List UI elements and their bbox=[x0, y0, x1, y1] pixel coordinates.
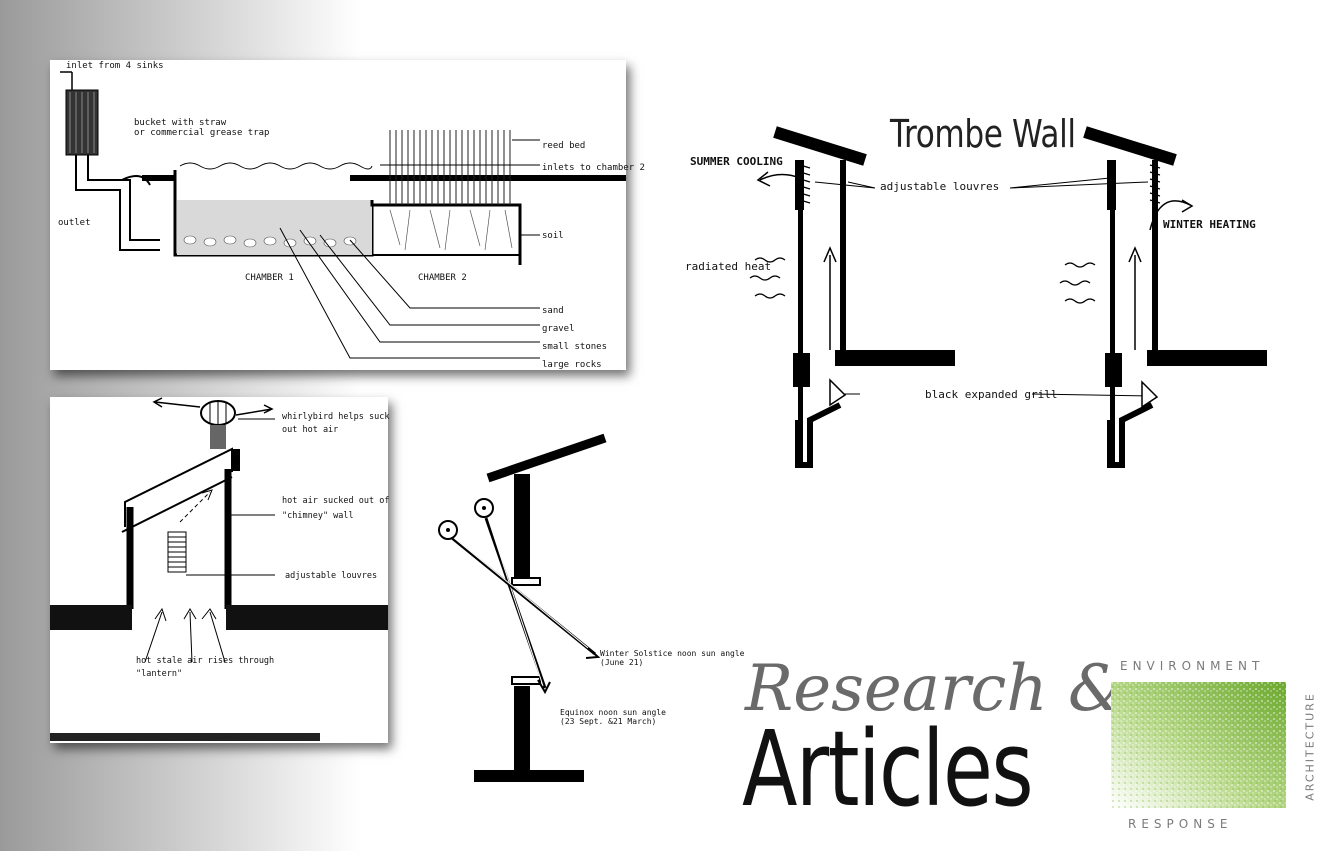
label-bucket-1: bucket with straw bbox=[134, 118, 227, 128]
wetland-diagram: inlet from 4 sinks bucket with straw or … bbox=[58, 61, 645, 370]
logo-environment-text: ENVIRONMENT bbox=[1120, 659, 1265, 673]
label-sand: sand bbox=[542, 306, 564, 316]
label-inlets-chamber2: inlets to chamber 2 bbox=[542, 163, 645, 173]
label-whirlybird-1: whirlybird helps suck bbox=[282, 412, 389, 422]
chimney-diagram: whirlybird helps suck out hot air hot ai… bbox=[50, 397, 389, 741]
label-whirlybird-2: out hot air bbox=[282, 425, 338, 435]
label-chamber2: CHAMBER 2 bbox=[418, 273, 467, 283]
label-summer-cooling: SUMMER COOLING bbox=[690, 155, 783, 168]
wetland-diagram-card: inlet from 4 sinks bucket with straw or … bbox=[50, 60, 645, 370]
sun-angle-diagram: Winter Solstice noon sun angle (June 21)… bbox=[438, 433, 745, 782]
logo-response-text: RESPONSE bbox=[1128, 817, 1233, 831]
label-hot-air-1: hot air sucked out of bbox=[282, 496, 389, 506]
label-soil: soil bbox=[542, 231, 564, 241]
label-radiated-heat: radiated heat bbox=[685, 260, 771, 273]
label-equinox-1: Equinox noon sun angle bbox=[560, 708, 666, 717]
trombe-wall-title: Trombe Wall bbox=[890, 112, 1076, 156]
label-outlet: outlet bbox=[58, 218, 91, 228]
label-reed-bed: reed bed bbox=[542, 141, 585, 151]
articles-heading: Articles bbox=[742, 708, 1034, 830]
trombe-wall-diagram: SUMMER COOLING adjustable louvres WINTER… bbox=[685, 126, 1267, 468]
label-large-rocks: large rocks bbox=[542, 360, 602, 370]
label-winter-solstice-1: Winter Solstice noon sun angle bbox=[600, 649, 745, 658]
label-stale-air-1: hot stale air rises through bbox=[136, 656, 274, 666]
label-black-expanded-grill: black expanded grill bbox=[925, 388, 1057, 401]
label-bucket-2: or commercial grease trap bbox=[134, 128, 269, 138]
label-adjustable-louvres-trombe: adjustable louvres bbox=[880, 180, 999, 193]
label-stale-air-2: "lantern" bbox=[136, 669, 182, 679]
label-gravel: gravel bbox=[542, 324, 575, 334]
label-hot-air-2: "chimney" wall bbox=[282, 511, 354, 521]
chamber1-fill bbox=[177, 200, 372, 255]
label-chamber1: CHAMBER 1 bbox=[245, 273, 294, 283]
research-heading: Research & bbox=[745, 652, 1125, 726]
label-small-stones: small stones bbox=[542, 342, 607, 352]
environment-logo-square bbox=[1111, 682, 1286, 808]
label-equinox-2: (23 Sept. &21 March) bbox=[560, 717, 656, 726]
label-winter-heating: WINTER HEATING bbox=[1163, 218, 1256, 231]
label-adjustable-louvres: adjustable louvres bbox=[285, 571, 377, 581]
logo-architecture-text: ARCHITECTURE bbox=[1303, 692, 1317, 801]
label-winter-solstice-2: (June 21) bbox=[600, 658, 643, 667]
chimney-diagram-card: whirlybird helps suck out hot air hot ai… bbox=[50, 397, 389, 743]
label-inlet: inlet from 4 sinks bbox=[66, 61, 164, 71]
